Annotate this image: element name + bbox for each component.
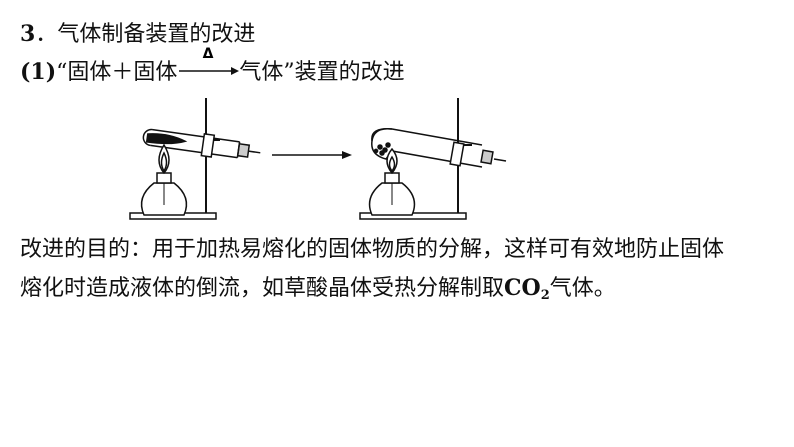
heading-number: 3 [20,21,36,47]
co2-subscript: 2 [540,288,550,303]
quote-close: ” [283,60,295,85]
heating-arrow-icon: Δ [179,46,240,75]
purpose-line-2: 熔化时造成液体的倒流，如草酸晶体受热分解制取CO2气体。 [20,274,616,310]
apparatus-figure [129,98,507,220]
co2-formula: CO [504,275,541,301]
improved-apparatus-illustration [359,98,507,220]
subheading: (1)“固体＋固体 Δ 气体”装置的改进 [20,46,405,87]
heat-condition-symbol: Δ [203,46,214,62]
quote-open: “ [56,60,68,85]
purpose-line-1: 改进的目的：用于加热易熔化的固体物质的分解，这样可有效地防止固体 [20,237,725,262]
reactant-text: 固体＋固体 [67,60,178,85]
product-text: 气体 [239,60,284,85]
purpose-line-2-text: 熔化时造成液体的倒流，如草酸晶体受热分解制取 [20,276,505,301]
original-apparatus-illustration [129,98,261,220]
reaction-arrow: Δ [177,46,240,86]
improvement-arrow-icon [272,151,352,159]
section-heading: 3．气体制备装置的改进 [20,20,255,49]
heading-title: 气体制备装置的改进 [57,22,256,47]
subheading-number: (1) [20,59,57,85]
heading-separator: ． [35,22,58,47]
subheading-tail: 装置的改进 [294,60,405,85]
purpose-line-2-end: 气体。 [549,276,616,301]
